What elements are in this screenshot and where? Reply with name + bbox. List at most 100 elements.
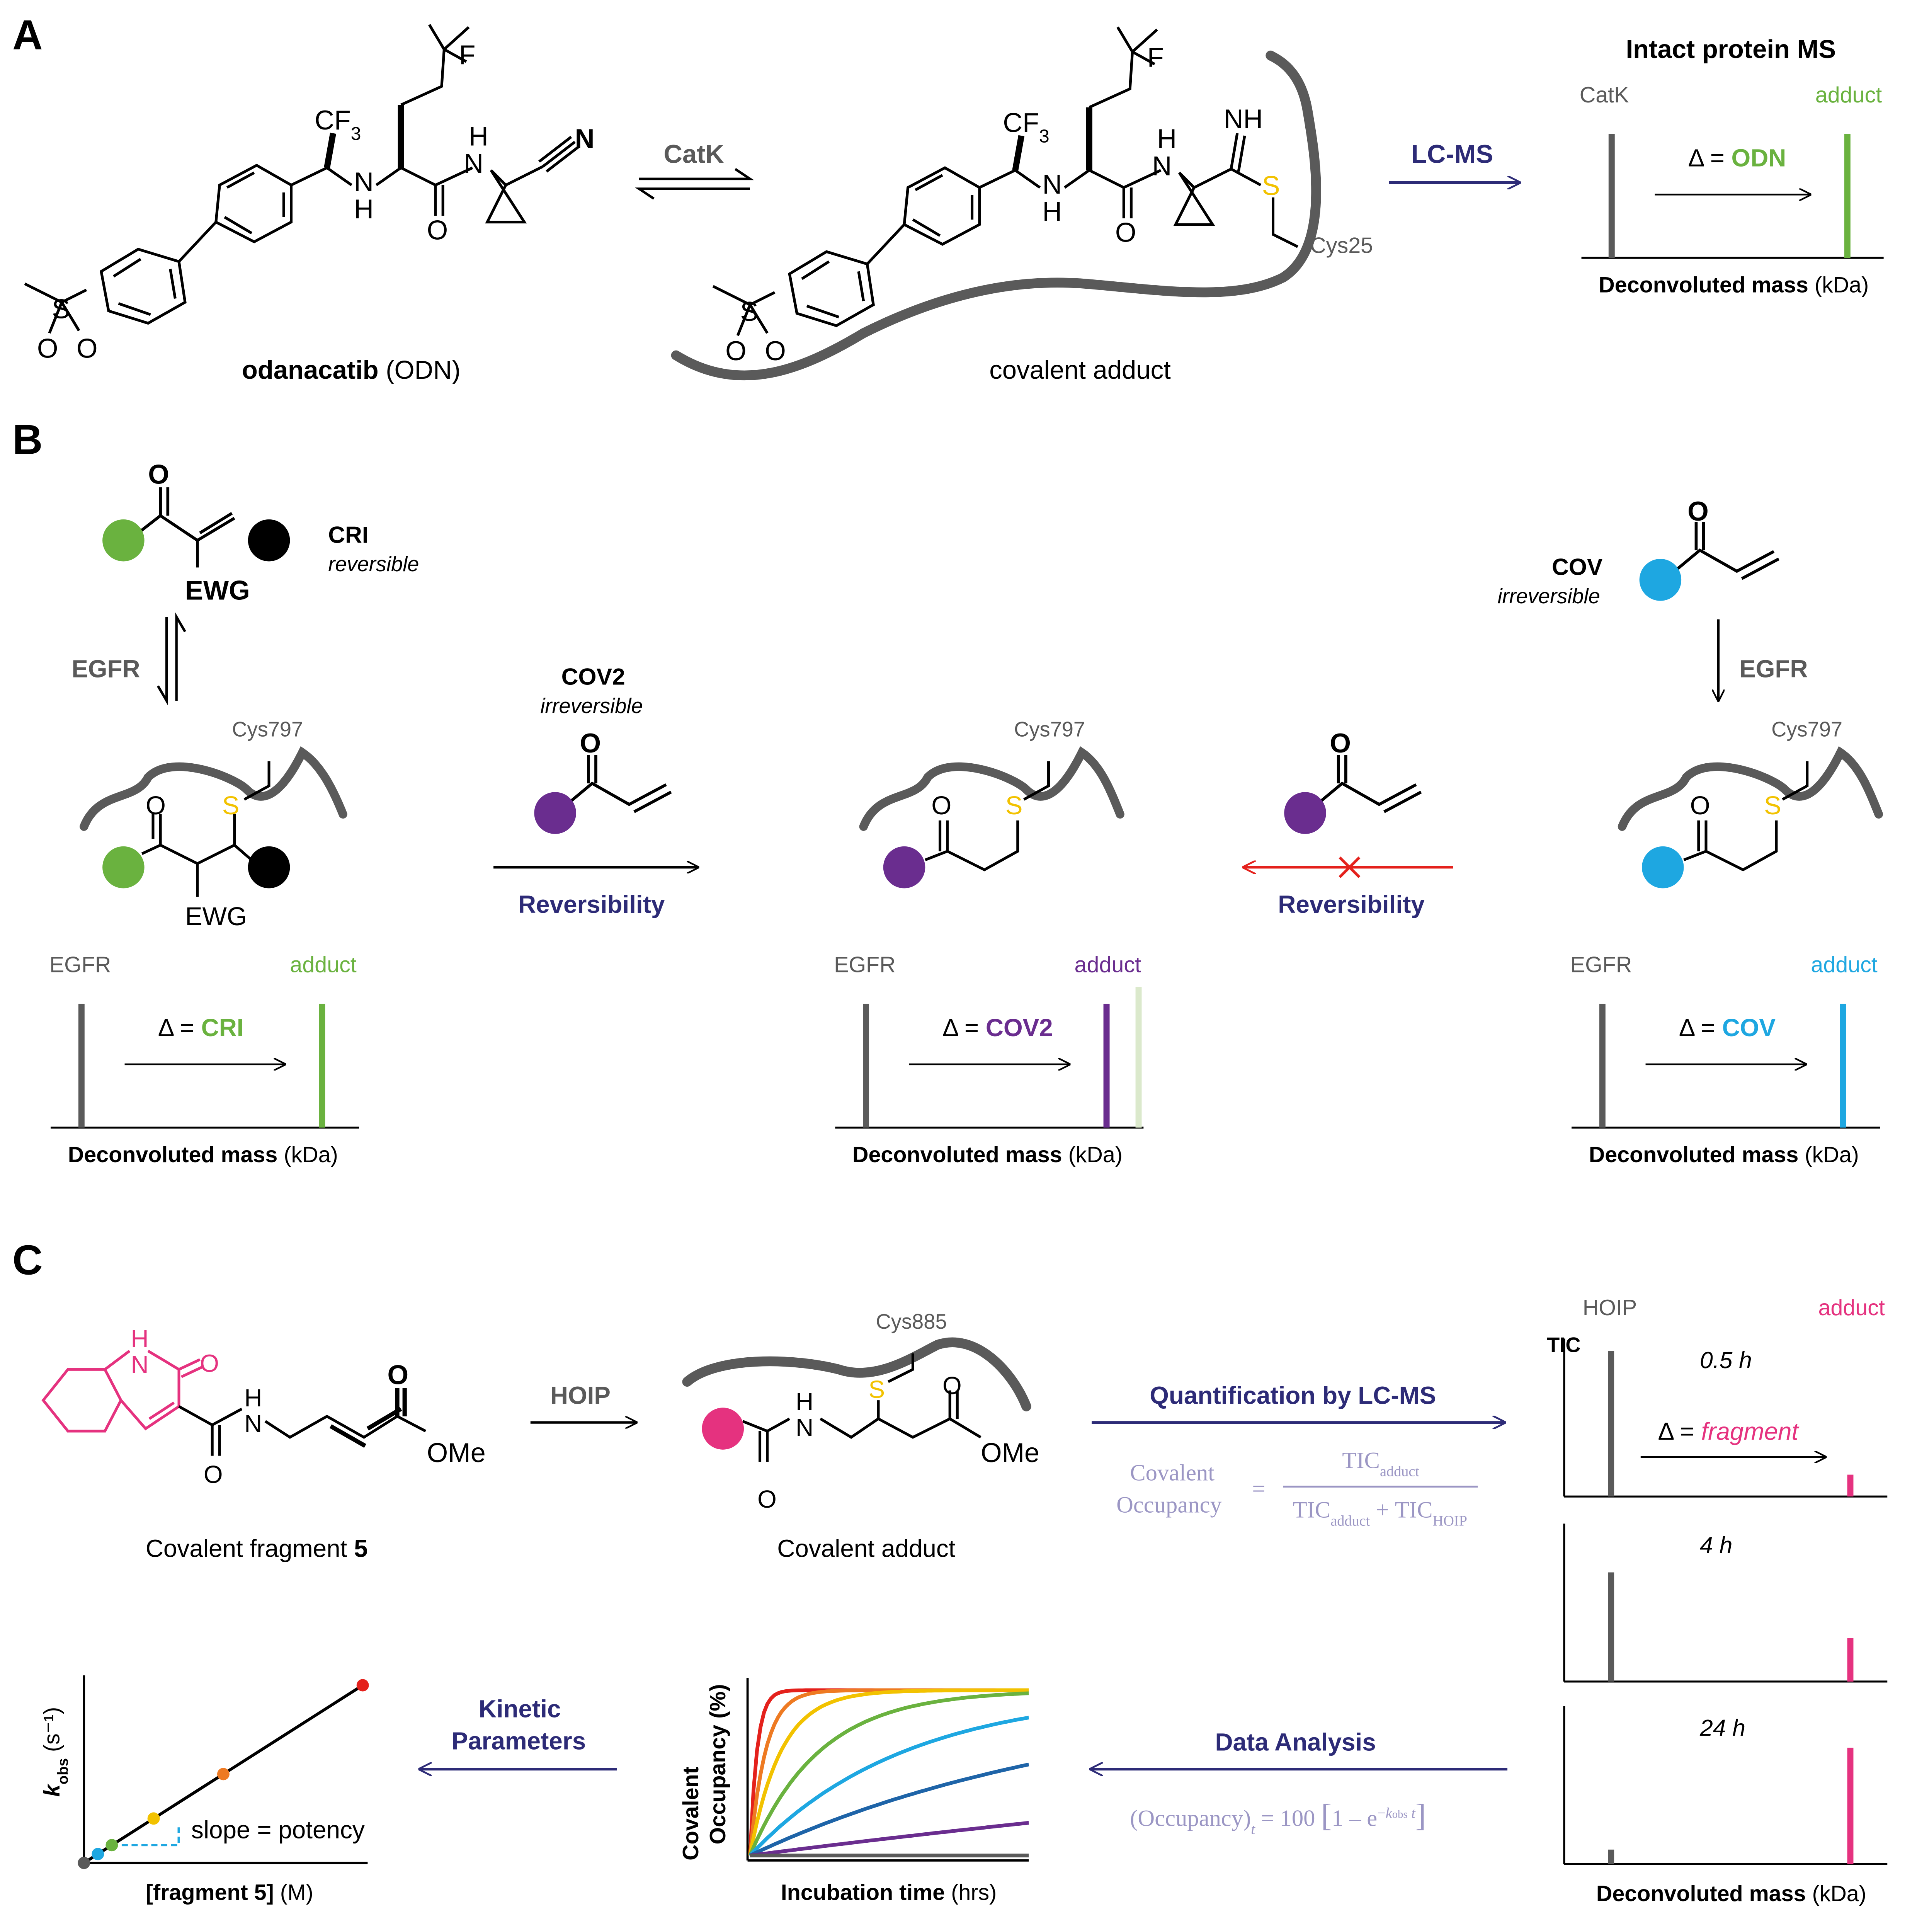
spectrum-c-xlabel: Deconvoluted mass (kDa) — [1596, 1881, 1866, 1906]
slope-label: slope = potency — [191, 1816, 365, 1843]
cov-adduct-s: S — [1764, 791, 1781, 820]
cov-adduct-structure: O S — [1641, 761, 1809, 889]
cov-reverse-purple-ball — [1284, 792, 1326, 834]
cov-adduct-cyan-ball — [1641, 846, 1684, 889]
spectrum-xlabel: Deconvoluted mass (kDa) — [852, 1142, 1123, 1167]
spectrum-xlabel: Deconvoluted mass (kDa) — [68, 1142, 338, 1167]
spectrum-left-label: EGFR — [49, 952, 111, 977]
spectrum-left-label: CatK — [1580, 83, 1629, 107]
kobs-point — [356, 1679, 369, 1692]
odn-nh-h: H — [354, 194, 374, 224]
cov-sub: irreversible — [1497, 585, 1600, 608]
spectrum-c-time-label: 0.5 h — [1700, 1347, 1752, 1373]
kinetic-label-1: Kinetic — [479, 1695, 561, 1723]
cov2-o: O — [580, 728, 601, 758]
cov2-title: COV2 — [561, 664, 625, 690]
cov2-reagent-structure: O — [534, 728, 672, 834]
occupancy-curve — [750, 1821, 1029, 1857]
spectrum-xlabel: Deconvoluted mass (kDa) — [1599, 273, 1869, 298]
adduct-a-o1-atom: O — [725, 335, 747, 366]
svg-text:N: N — [131, 1351, 149, 1379]
cov-title: COV — [1552, 554, 1603, 580]
cov-reverse-o: O — [1330, 728, 1351, 758]
kobs-ylabel: kobs (s⁻¹) — [39, 1707, 71, 1797]
lcms-label: LC-MS — [1411, 140, 1493, 169]
svg-text:H: H — [244, 1384, 262, 1412]
cov-cyan-ball — [1639, 559, 1682, 601]
svg-text:Covalent: Covalent — [1130, 1460, 1214, 1486]
quantification-label: Quantification by LC-MS — [1150, 1382, 1436, 1409]
svg-text:N: N — [796, 1414, 813, 1442]
kobs-point — [217, 1768, 230, 1781]
reversibility-left: Reversibility — [518, 890, 665, 918]
spectrum-right-label: adduct — [1811, 952, 1877, 977]
spectrum-delta-label: Δ = ODN — [1688, 144, 1786, 172]
odn-o2-atom: O — [77, 333, 98, 364]
panel-b-label: B — [12, 416, 43, 463]
cov2-adduct-purple-ball — [883, 846, 925, 889]
svg-text:N: N — [244, 1410, 262, 1438]
odn-f: F — [459, 39, 476, 70]
odn-s-atom: S — [52, 294, 70, 324]
cov-reverse-reagent-structure: O — [1284, 728, 1422, 834]
adduct-a-s-atom: S — [740, 296, 758, 327]
kobs-plot — [78, 1675, 369, 1869]
occupancy-curve — [748, 1688, 1029, 1856]
occupancy-curve — [749, 1762, 1029, 1857]
adduct-spectrum-label: adduct — [1818, 1295, 1885, 1320]
spectrum-delta-label: Δ = COV2 — [942, 1014, 1053, 1042]
adduct-a-o2-atom: O — [765, 335, 786, 366]
cys797-left: Cys797 — [232, 718, 303, 741]
catk-arrow-label: CatK — [664, 140, 724, 169]
hoip-backbone — [682, 1337, 1031, 1411]
cri-adduct-green-ball — [102, 846, 145, 889]
cri-adduct-s: S — [222, 791, 240, 820]
hoip-spectrum-label: HOIP — [1583, 1295, 1637, 1320]
hoip-adduct-caption: Covalent adduct — [777, 1535, 956, 1563]
adduct-a-nh-n: N — [1043, 169, 1062, 199]
adduct-a-n-amide: N — [1152, 150, 1172, 181]
kobs-point — [78, 1857, 90, 1869]
spectrum-c-time-label: 24 h — [1699, 1714, 1745, 1741]
fragment-caption: Covalent fragment 5 — [146, 1535, 368, 1563]
occupancy-ylabel-2: Occupancy (%) — [706, 1684, 730, 1844]
spectrum-right-label: adduct — [1815, 83, 1882, 107]
spectrum-a: CatK adduct Δ = ODN Deconvoluted mass (kDa) — [1580, 83, 1884, 298]
catk-covalent-adduct-structure — [712, 26, 1298, 336]
occupancy-curve — [748, 1716, 1029, 1857]
cys797-middle: Cys797 — [1014, 718, 1085, 741]
cov2-adduct-structure: O S — [883, 761, 1050, 889]
egfr-equilibrium-arrow — [156, 612, 186, 705]
cri-adduct-ewg: EWG — [185, 902, 247, 931]
hoip-adduct-ome: OMe — [981, 1437, 1039, 1468]
odn-o1-atom: O — [37, 333, 58, 364]
adduct-a-nh-h: H — [1043, 196, 1062, 226]
occupancy-plot — [746, 1678, 1029, 1862]
odn-caption: odanacatib (ODN) — [242, 356, 461, 385]
catk-equilibrium-arrow — [635, 168, 754, 200]
svg-text:S: S — [868, 1375, 885, 1403]
data-analysis-label: Data Analysis — [1215, 1728, 1376, 1756]
svg-text:H: H — [796, 1388, 813, 1416]
cri-green-ball — [102, 519, 145, 562]
catk-protein-backbone — [671, 50, 1321, 381]
spectrum-delta-label: Δ = CRI — [158, 1014, 244, 1042]
odn-o-amide: O — [427, 214, 448, 245]
svg-text:TICadduct + TICHOIP: TICadduct + TICHOIP — [1293, 1497, 1467, 1529]
kobs-point — [147, 1812, 160, 1825]
occupancy-xlabel: Incubation time (hrs) — [781, 1880, 997, 1905]
hoip-adduct-structure: S H N O O OMe — [702, 1353, 1039, 1513]
spectrum-left-label: EGFR — [834, 952, 896, 977]
spectrum-c-delta-label: Δ = fragment — [1658, 1417, 1799, 1445]
kinetic-label-2: Parameters — [452, 1727, 586, 1755]
odn-cf3: CF3 — [315, 105, 361, 144]
spectrum-left-label: EGFR — [1570, 952, 1632, 977]
cov-adduct-o: O — [1690, 791, 1710, 820]
reversibility-blocked-cross — [1339, 856, 1361, 878]
fit-equation: (Occupancy)t = 100 [1 – e−kobs t] — [1130, 1797, 1426, 1837]
panel-a-label: A — [12, 12, 43, 58]
